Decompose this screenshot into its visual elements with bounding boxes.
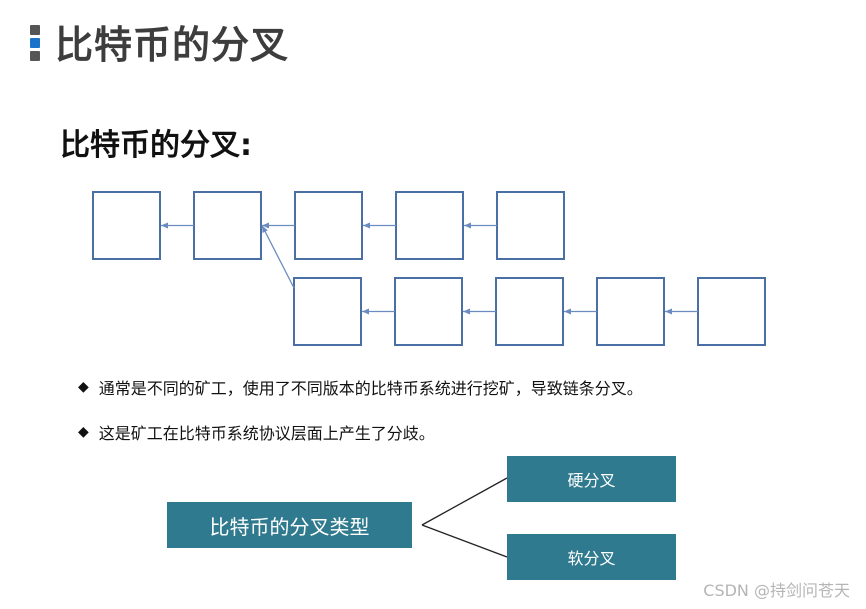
diamond-bullet-icon: ◆ [78,379,89,395]
watermark: CSDN @持剑问苍天 [703,581,850,600]
bullet-item-1: ◆ 通常是不同的矿工，使用了不同版本的比特币系统进行挖矿，导致链条分叉。 [78,375,643,399]
main-chain-block-2 [193,191,262,260]
bullet-text-2: 这是矿工在比特币系统协议层面上产生了分歧。 [98,424,435,443]
marker-square-bottom [30,51,40,61]
fork-chain-block-5 [697,277,766,346]
bullet-item-2: ◆ 这是矿工在比特币系统协议层面上产生了分歧。 [78,420,435,444]
diamond-bullet-icon: ◆ [78,424,89,440]
connector-line-hard [421,477,508,526]
fork-chain-block-4 [596,277,665,346]
main-chain-block-5 [496,191,565,260]
bullet-text-1: 通常是不同的矿工，使用了不同版本的比特币系统进行挖矿，导致链条分叉。 [98,379,643,398]
fork-chain-block-2 [394,277,463,346]
soft-fork-label: 软分叉 [567,549,616,568]
fork-type-root-box: 比特币的分叉类型 [167,502,412,548]
fork-branch-arrow [261,225,295,289]
marker-square-top [30,25,40,35]
fork-type-root-label: 比特币的分叉类型 [209,514,370,539]
hard-fork-box: 硬分叉 [507,456,676,502]
connector-line-soft [421,524,508,558]
soft-fork-box: 软分叉 [507,534,676,580]
main-chain-block-3 [294,191,363,260]
hard-fork-label: 硬分叉 [567,471,616,490]
section-heading: 比特币的分叉: [60,128,252,163]
title-marker-icon [30,25,40,64]
main-chain-block-1 [92,191,161,260]
fork-chain-block-1 [293,277,362,346]
page-title: 比特币的分叉 [55,23,290,67]
marker-square-middle [30,38,40,48]
